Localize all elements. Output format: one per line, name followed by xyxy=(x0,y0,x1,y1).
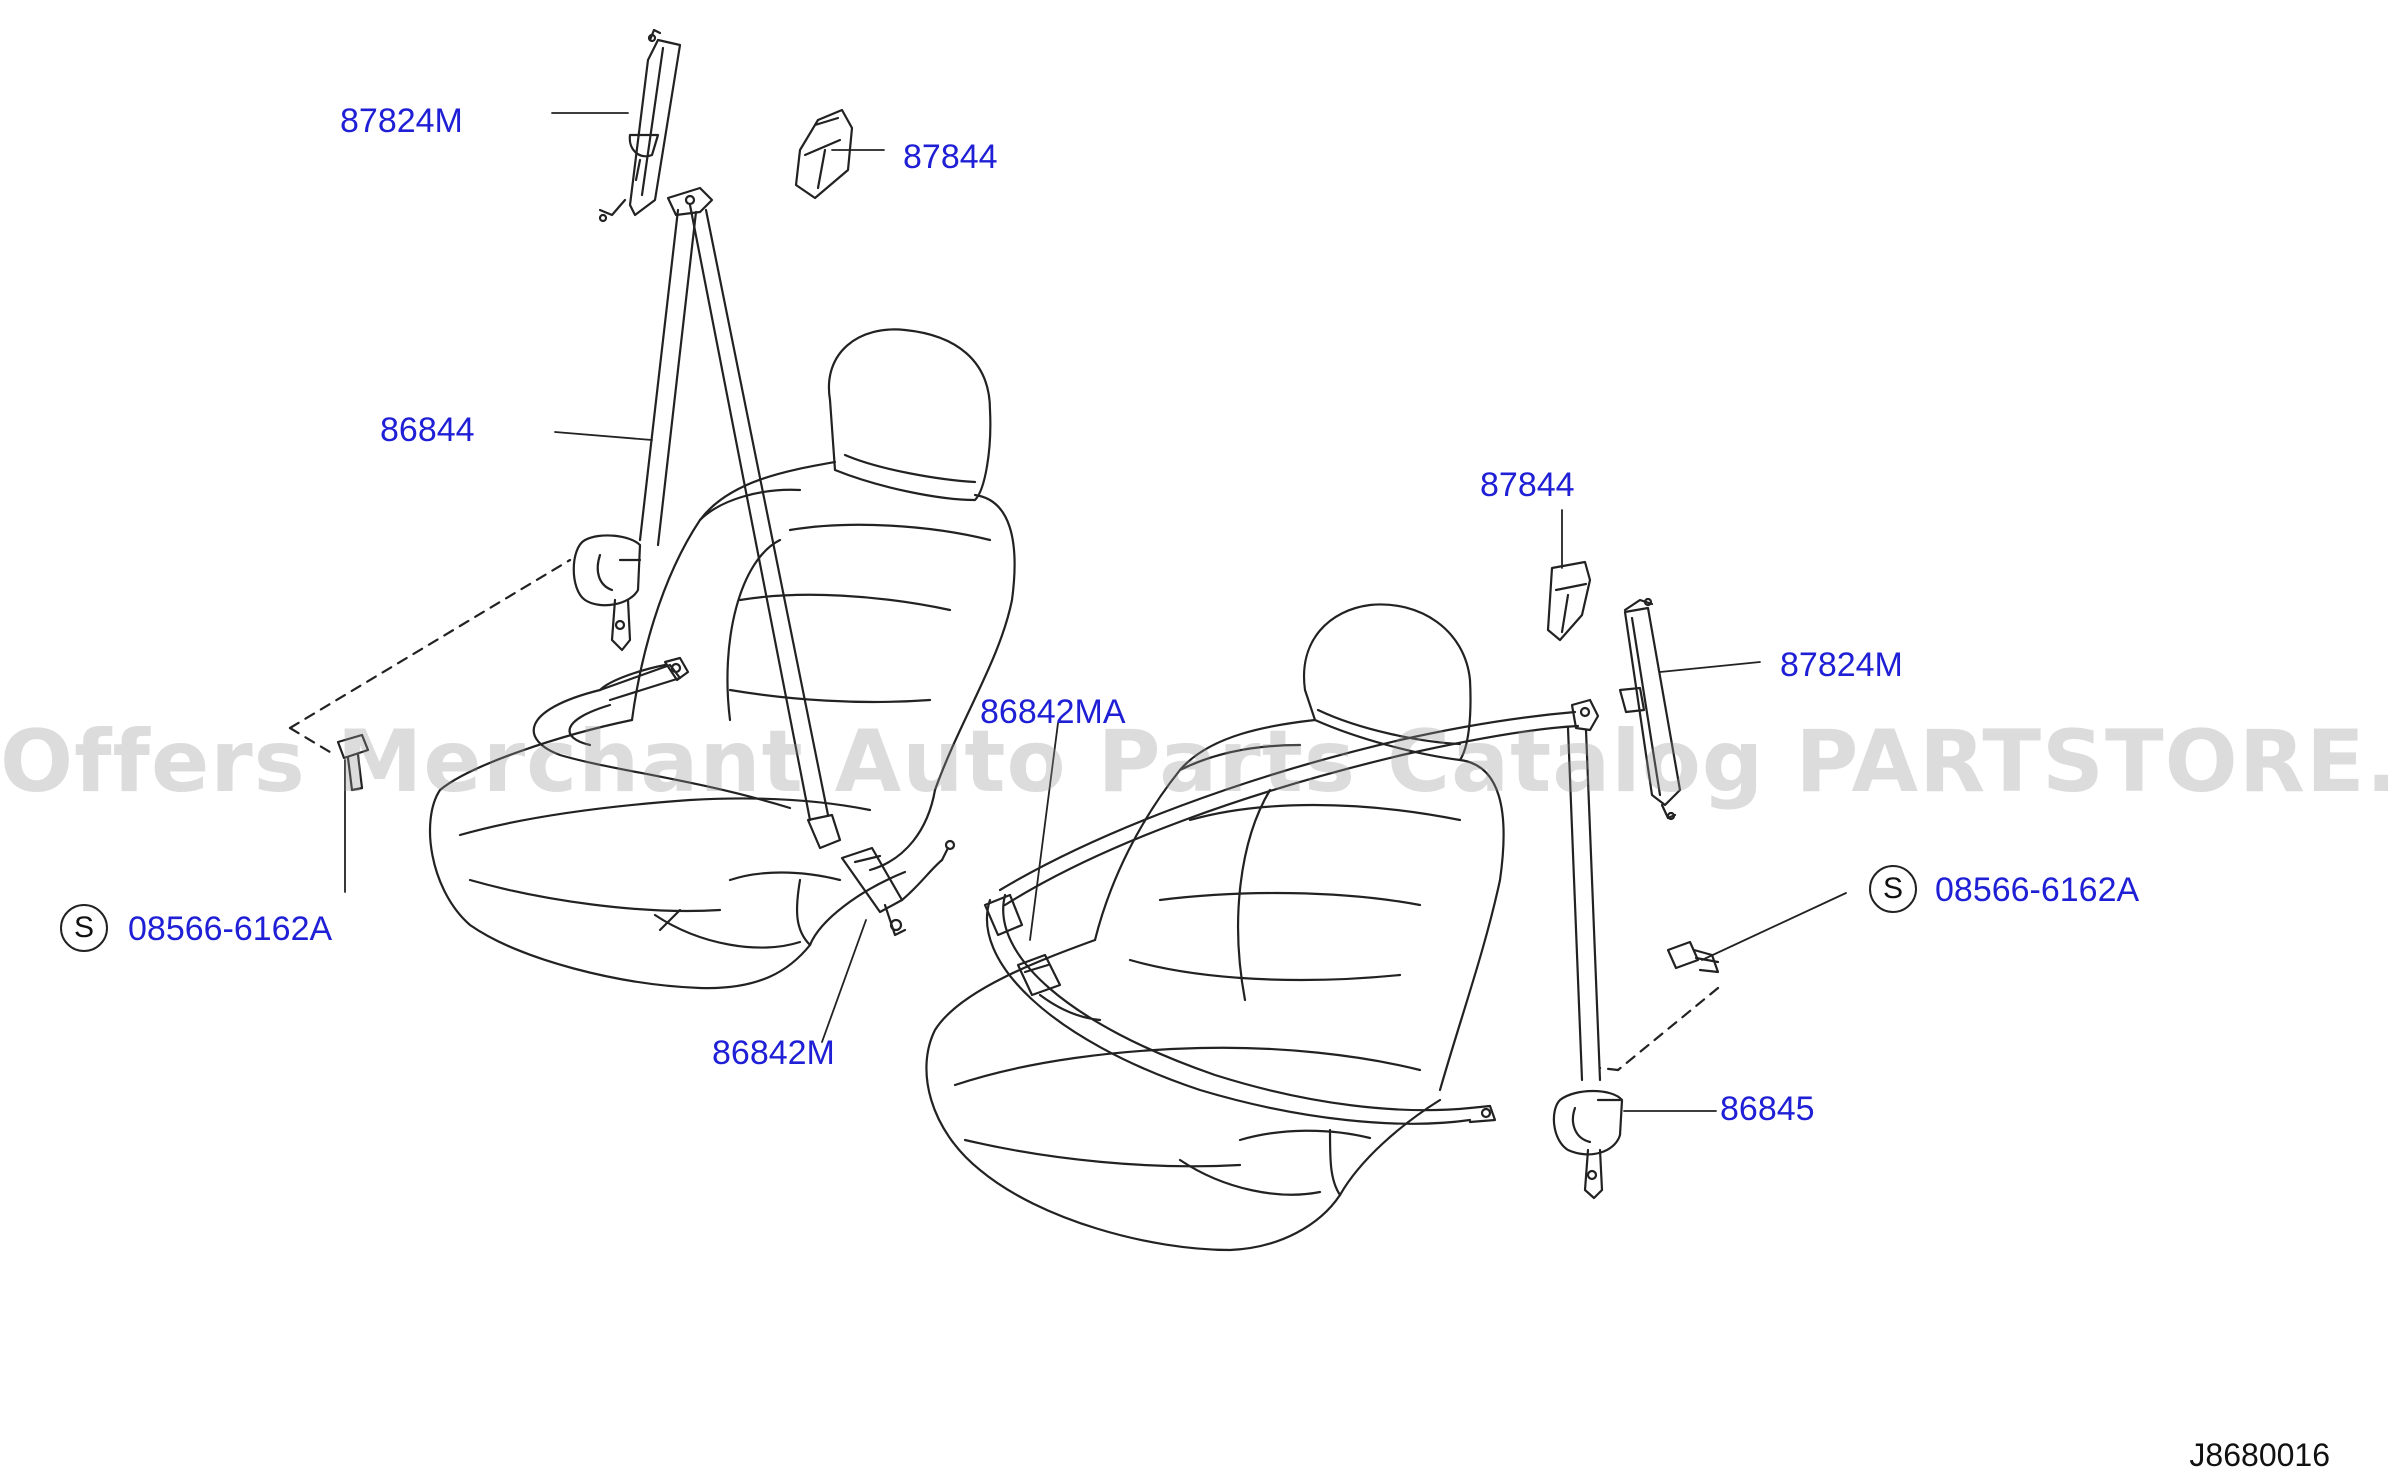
left-trim-cover xyxy=(794,108,854,200)
left-bolt xyxy=(336,733,370,792)
callout-87844-right[interactable]: 87844 xyxy=(1480,466,1575,504)
callout-87844-left[interactable]: 87844 xyxy=(903,138,998,176)
left-seat xyxy=(428,328,1016,990)
right-retractor-belt xyxy=(1552,698,1624,1200)
left-buckle xyxy=(840,839,956,937)
right-bolt xyxy=(1666,940,1720,974)
left-upper-anchor-bracket xyxy=(598,28,682,223)
diagram-code: J8680016 xyxy=(2189,1437,2330,1473)
right-seat xyxy=(925,603,1580,1252)
callout-86842m[interactable]: 86842M xyxy=(712,1034,835,1072)
callout-86842ma[interactable]: 86842MA xyxy=(980,693,1126,731)
callout-08566-6162a-right[interactable]: 08566-6162A xyxy=(1935,871,2140,909)
callout-87824m-left[interactable]: 87824M xyxy=(340,102,463,140)
callout-08566-6162a-left[interactable]: 08566-6162A xyxy=(128,910,333,948)
callout-86844[interactable]: 86844 xyxy=(380,411,475,449)
left-shoulder-belt xyxy=(572,186,842,850)
callout-87824m-right[interactable]: 87824M xyxy=(1780,646,1903,684)
s-symbol-badge-right: S xyxy=(1869,865,1917,913)
right-upper-anchor-bracket xyxy=(1618,597,1682,821)
leader-lines xyxy=(344,112,1847,1112)
watermark-text: Offers Merchant Auto Parts Catalog PARTS… xyxy=(0,712,2388,812)
right-trim-cover xyxy=(1546,560,1592,642)
s-symbol-badge-left: S xyxy=(60,904,108,952)
callout-86845[interactable]: 86845 xyxy=(1720,1090,1815,1128)
